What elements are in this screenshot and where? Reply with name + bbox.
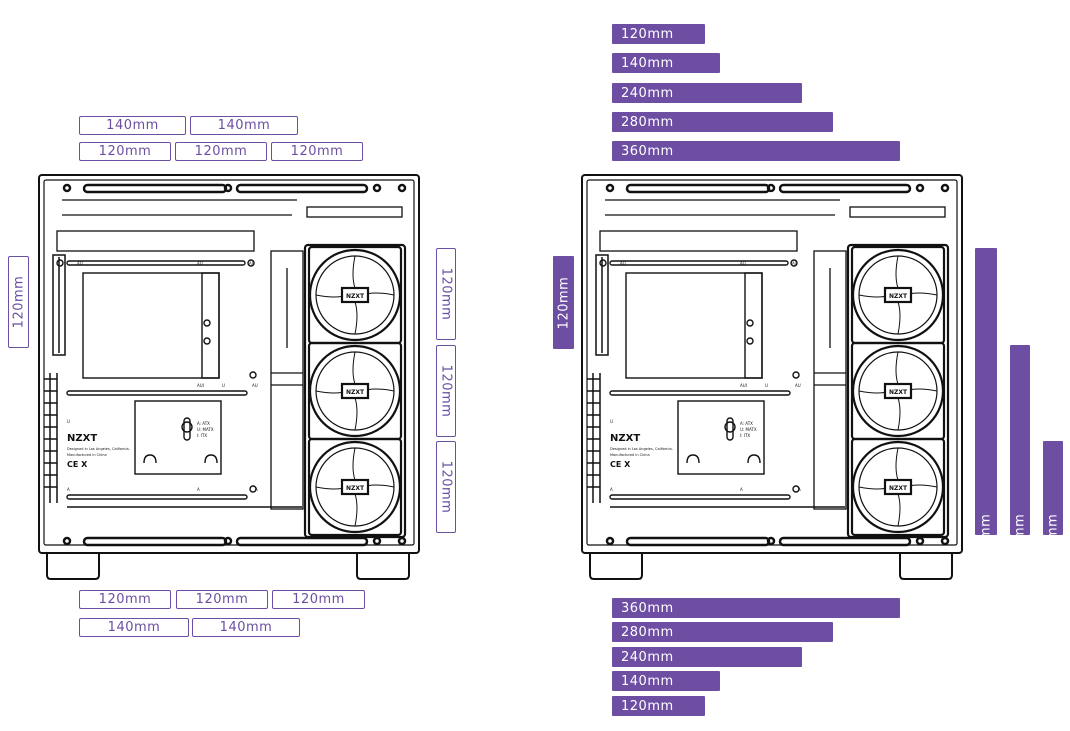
case-outline [581, 174, 963, 580]
left-right-120-c: 120mm [436, 441, 456, 533]
top-rails [56, 199, 403, 252]
standoff-atx: A: ATX [740, 421, 753, 426]
rear-io-bracket [595, 254, 609, 356]
marker-a-3: A [255, 487, 258, 492]
standoff-matx: U: MATX [740, 427, 757, 432]
motherboard-tray [599, 259, 845, 508]
case-manufactured-text: Manufactured in China [610, 453, 650, 457]
left-bottom-140-a: 140mm [79, 618, 189, 637]
marker-au-2: AU [197, 261, 203, 266]
left-right-120-a: 120mm [436, 248, 456, 340]
marker-au-1: AU [77, 261, 83, 266]
left-top-120-a: 120mm [79, 142, 171, 161]
fan-logo-2: NZXT [889, 389, 908, 396]
case-cert-marks: CE X [610, 460, 631, 469]
left-top-140-b: 140mm [190, 116, 298, 135]
right-side-bar-120: 120mm [553, 256, 574, 349]
marker-au-4: AU [252, 383, 258, 388]
top-vent-slots [62, 183, 407, 194]
marker-u-2: U [222, 383, 225, 388]
marker-au-3: AU [792, 261, 798, 266]
right-top-bar-280: 280mm [612, 112, 833, 132]
right-bottom-bar-120: 120mm [612, 696, 705, 716]
expansion-slots [587, 373, 601, 503]
fan-logo-3: NZXT [889, 485, 908, 492]
marker-a-1: A [610, 487, 613, 492]
case-brand: NZXT [67, 433, 97, 444]
left-top-140-a: 140mm [79, 116, 186, 135]
right-bottom-bar-140: 140mm [612, 671, 720, 691]
left-bottom-120-c: 120mm [272, 590, 365, 609]
right-bottom-bar-360: 360mm [612, 598, 900, 618]
marker-u: U [67, 419, 70, 424]
right-top-bar-140: 140mm [612, 53, 720, 73]
left-top-120-c: 120mm [271, 142, 363, 161]
right-top-bar-360: 360mm [612, 141, 900, 161]
marker-a-2: A [740, 487, 743, 492]
marker-u-2: U [765, 383, 768, 388]
case-brand: NZXT [610, 433, 640, 444]
expansion-slots [44, 373, 58, 503]
left-bottom-140-b: 140mm [192, 618, 300, 637]
right-bottom-bar-240: 240mm [612, 647, 802, 667]
case-drawing-right: NZXT Designed in Los Angeles, California… [581, 174, 963, 580]
bottom-vent-slots [62, 536, 407, 547]
motherboard-tray [56, 259, 302, 508]
left-right-120-b: 120mm [436, 345, 456, 437]
case-outline [38, 174, 420, 580]
case-designed-text: Designed in Los Angeles, California. [610, 447, 673, 451]
fan-logo-2: NZXT [346, 389, 365, 396]
right-front-bar-120: 120mm [1043, 441, 1063, 566]
right-top-bar-120: 120mm [612, 24, 705, 44]
right-top-bar-240: 240mm [612, 83, 802, 103]
fan-logo-1: NZXT [889, 293, 908, 300]
standoff-itx: I: ITX [740, 433, 750, 438]
left-top-120-b: 120mm [175, 142, 267, 161]
case-manufactured-text: Manufactured in China [67, 453, 107, 457]
front-fans [846, 243, 950, 539]
right-front-bar-360: 360mm [975, 248, 997, 566]
marker-u: U [610, 419, 613, 424]
marker-a-1: A [67, 487, 70, 492]
fan-logo-3: NZXT [346, 485, 365, 492]
case-designed-text: Designed in Los Angeles, California. [67, 447, 130, 451]
cable-channel [813, 250, 847, 510]
front-fans [303, 243, 407, 539]
cable-channel [270, 250, 304, 510]
fan-logo-1: NZXT [346, 293, 365, 300]
bottom-vent-slots [605, 536, 950, 547]
marker-aui: AUI [740, 383, 747, 388]
standoff-itx: I: ITX [197, 433, 207, 438]
marker-au-2: AU [740, 261, 746, 266]
right-bottom-bar-280: 280mm [612, 622, 833, 642]
left-bottom-120-b: 120mm [176, 590, 268, 609]
rear-io-bracket [52, 254, 66, 356]
top-vent-slots [605, 183, 950, 194]
standoff-matx: U: MATX [197, 427, 214, 432]
left-side-120: 120mm [8, 256, 29, 348]
marker-au-3: AU [249, 261, 255, 266]
right-front-bar-240: 240mm [1010, 345, 1030, 566]
marker-au-4: AU [795, 383, 801, 388]
marker-aui: AUI [197, 383, 204, 388]
top-rails [599, 199, 946, 252]
case-cert-marks: CE X [67, 460, 88, 469]
marker-a-2: A [197, 487, 200, 492]
marker-au-1: AU [620, 261, 626, 266]
case-drawing-left: NZXT Designed in Los Angeles, California… [38, 174, 420, 580]
marker-a-3: A [798, 487, 801, 492]
standoff-atx: A: ATX [197, 421, 210, 426]
left-bottom-120-a: 120mm [79, 590, 171, 609]
